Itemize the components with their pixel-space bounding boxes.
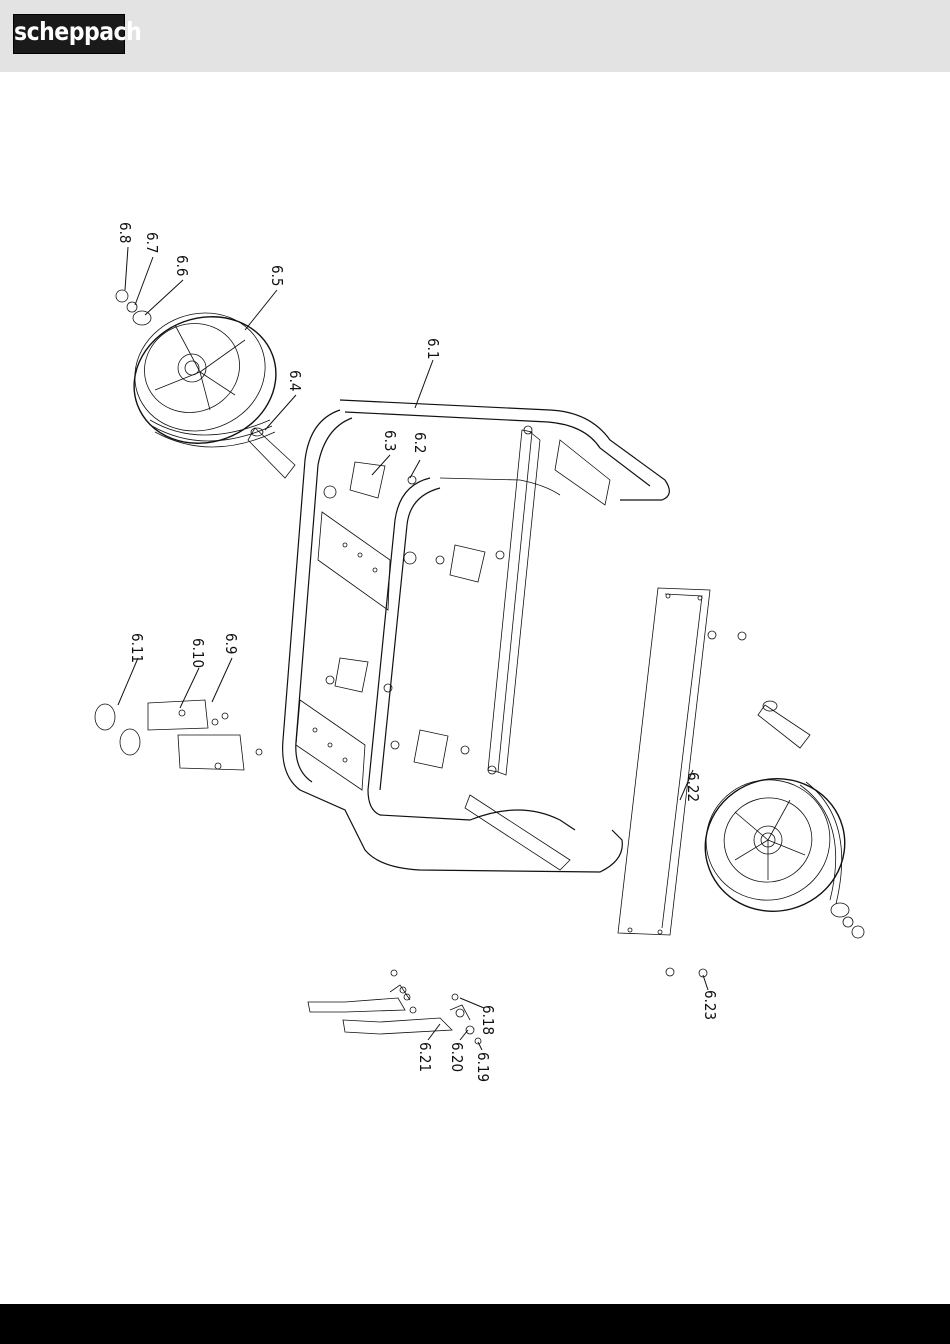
label-6-8: 6.8	[116, 222, 134, 243]
feet-assembly	[95, 700, 262, 770]
label-6-22: 6.22	[684, 772, 702, 802]
label-6-19: 6.19	[474, 1052, 492, 1082]
label-6-2: 6.2	[411, 432, 429, 453]
axle-right	[758, 701, 810, 748]
label-6-5: 6.5	[268, 265, 286, 286]
label-6-4: 6.4	[286, 370, 304, 391]
label-6-21: 6.21	[416, 1042, 434, 1072]
page-footer	[0, 1304, 950, 1344]
handle-assembly	[308, 970, 481, 1044]
washers-left	[116, 290, 151, 325]
label-6-18: 6.18	[479, 1005, 497, 1035]
wheel-left	[116, 295, 294, 463]
nuts-6-23	[666, 631, 746, 977]
label-6-11: 6.11	[128, 633, 146, 663]
label-6-1: 6.1	[424, 338, 442, 359]
label-6-6: 6.6	[173, 255, 191, 276]
wheel-right	[690, 763, 859, 927]
label-6-9: 6.9	[222, 633, 240, 654]
axle-left	[248, 428, 295, 478]
label-6-7: 6.7	[143, 232, 161, 253]
base-rail	[618, 588, 710, 935]
washers-right	[831, 903, 864, 938]
frame-part	[283, 400, 670, 872]
label-6-20: 6.20	[448, 1042, 466, 1072]
label-6-23: 6.23	[701, 990, 719, 1020]
label-6-10: 6.10	[189, 638, 207, 668]
label-6-3: 6.3	[381, 430, 399, 451]
